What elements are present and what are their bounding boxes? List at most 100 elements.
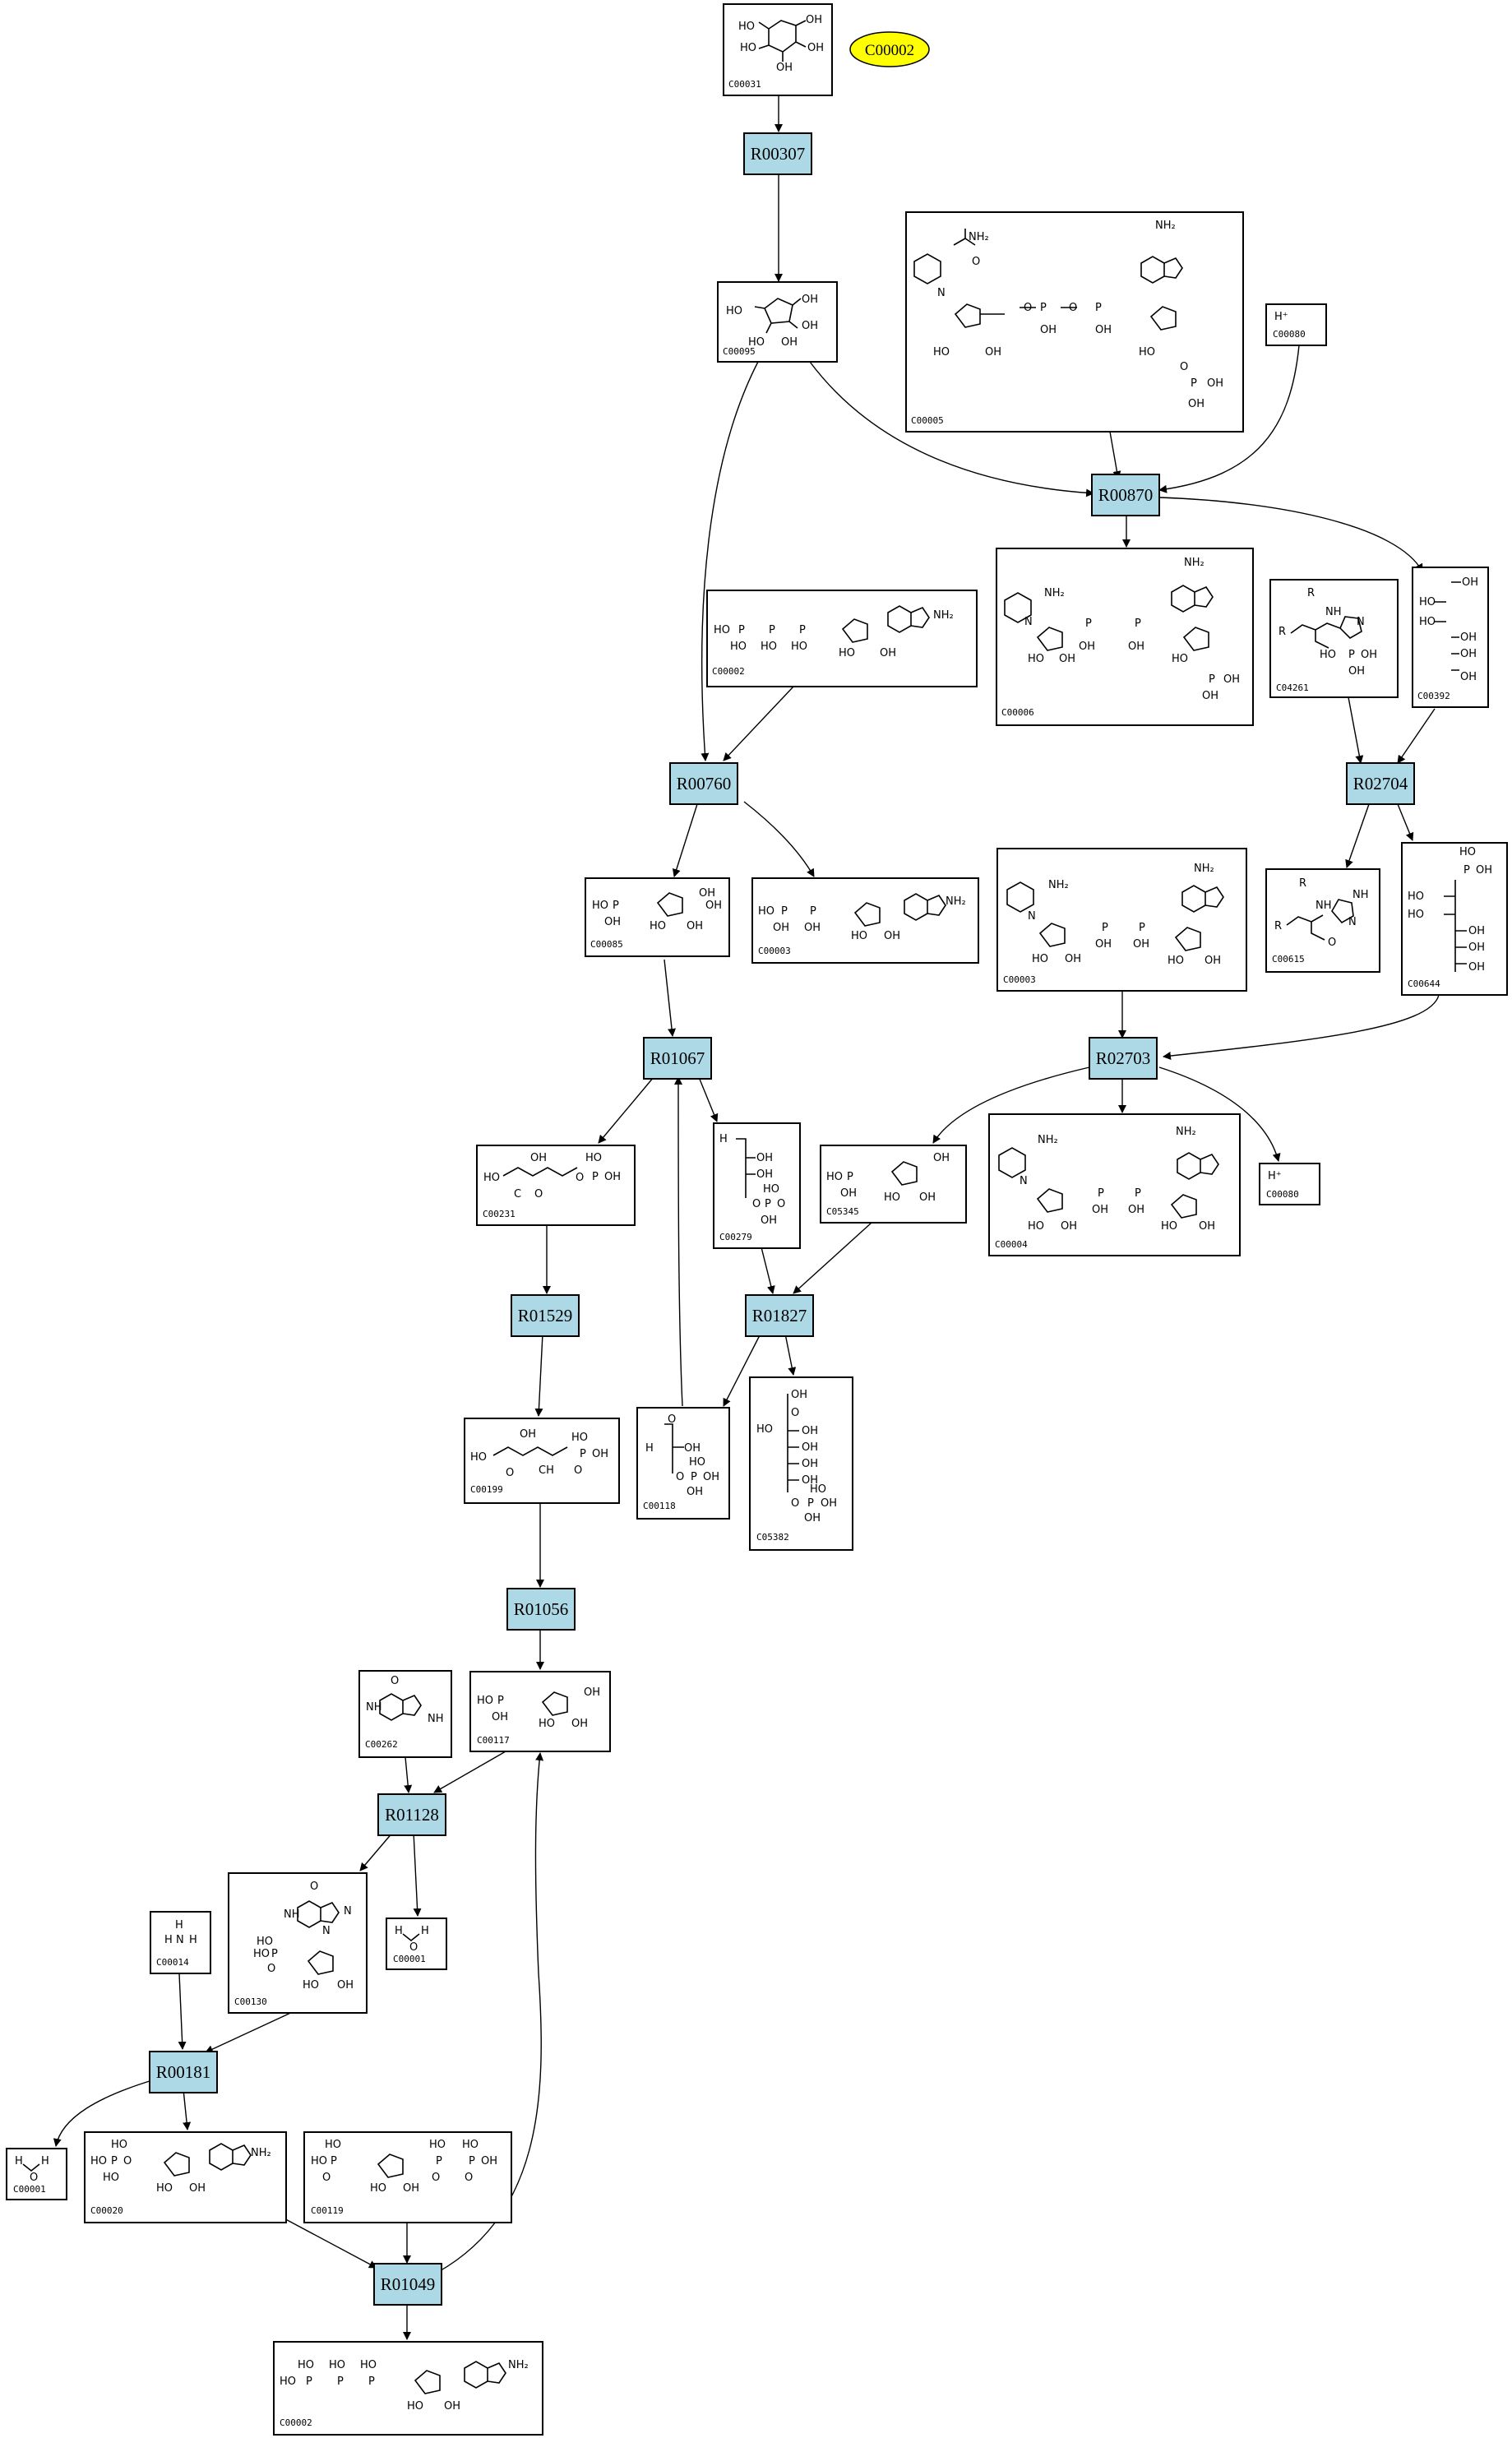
compound-C05382[interactable]: OH O HO OH OH OH OH HO O P OH OH C05382 xyxy=(749,1376,853,1551)
reaction-R00181[interactable]: R00181 xyxy=(149,2051,218,2093)
start-node-label: C00002 xyxy=(865,42,914,59)
atom-label: OH xyxy=(756,1168,773,1181)
structure-icon: HO OH C O HO P OH O xyxy=(483,1152,621,1200)
atom-label: P xyxy=(769,624,775,636)
start-node-C00002[interactable]: C00002 xyxy=(849,31,930,67)
reaction-label: R02703 xyxy=(1096,1048,1151,1068)
compound-C00392[interactable]: OH HO HO OH OH OH C00392 xyxy=(1412,567,1489,708)
compound-box xyxy=(1265,303,1327,346)
compound-C00615[interactable]: R NH R NH N O C00615 xyxy=(1265,868,1380,973)
compound-C00119[interactable]: HO P HO O HO OH P P OH HO HO O O C00119 xyxy=(303,2131,512,2223)
compound-C00004[interactable]: NH₂ N P P OH OH HO OH NH₂ HO OH C00004 xyxy=(988,1113,1241,1256)
atom-label: HO xyxy=(839,647,855,659)
reaction-R02704[interactable]: R02704 xyxy=(1346,762,1415,805)
edge-R01067-C00231 xyxy=(598,1076,654,1144)
reaction-R00760[interactable]: R00760 xyxy=(669,762,738,805)
compound-C00003-right[interactable]: NH₂ N P P OH OH HO OH NH₂ HO OH C00003 xyxy=(996,848,1247,992)
structure-icon: NH₂ N P P OH OH HO OH NH₂ HO OH xyxy=(998,1126,1219,1233)
atom-label: OH xyxy=(802,1458,818,1470)
reaction-R01056[interactable]: R01056 xyxy=(506,1588,576,1631)
reaction-R00307[interactable]: R00307 xyxy=(743,132,812,175)
structure-icon: HO P HO O HO OH P P OH HO HO O O xyxy=(311,2139,497,2195)
compound-C00020[interactable]: HO P O HO HO HO OH NH₂ C00020 xyxy=(84,2131,287,2223)
reaction-box xyxy=(1089,1037,1158,1080)
atom-label: OH xyxy=(802,1425,818,1437)
compound-C00130[interactable]: O NH N N HO P HO O HO OH C00130 xyxy=(228,1872,368,2014)
atom-label: O xyxy=(574,1464,582,1477)
compound-C00005[interactable]: NH₂ O N O P O P OH OH HO OH NH₂ HO O P O… xyxy=(905,211,1244,433)
atom-label: O xyxy=(432,2172,440,2184)
edges xyxy=(53,95,1440,2340)
reaction-R01049[interactable]: R01049 xyxy=(373,2263,442,2306)
compound-C00095[interactable]: HO OH OH HO OH C00095 xyxy=(717,281,838,363)
atom-label: OH xyxy=(1468,925,1485,937)
compound-C04261[interactable]: R NH R N P OH HO OH C04261 xyxy=(1269,579,1399,698)
reactions: R00307 R00870 R00760 R02704 R01067 R0270… xyxy=(149,132,1415,2306)
atom-label: N xyxy=(1028,910,1036,923)
compound-C00279[interactable]: H OH OH HO O P O OH C00279 xyxy=(713,1122,801,1249)
atom-label: OH xyxy=(1095,324,1112,336)
atom-label: OH xyxy=(1128,641,1144,653)
reaction-box xyxy=(506,1588,576,1631)
compound-C00644[interactable]: HO P OH HO HO OH OH OH C00644 xyxy=(1401,842,1508,996)
reaction-R01529[interactable]: R01529 xyxy=(511,1294,580,1337)
atom-label: NH xyxy=(366,1701,382,1714)
reaction-R02703[interactable]: R02703 xyxy=(1089,1037,1158,1080)
atom-label: HO xyxy=(1419,596,1436,608)
compound-box xyxy=(273,2341,543,2436)
compound-box xyxy=(476,1145,636,1226)
atom-label: OH xyxy=(705,900,722,912)
compound-box xyxy=(1269,579,1399,698)
structure-icon: O NH N N HO P HO O HO OH xyxy=(253,1881,354,1992)
compound-C00001-left[interactable]: H O H C00001 xyxy=(6,2148,67,2200)
reaction-R01827[interactable]: R01827 xyxy=(745,1294,814,1337)
edge-C00095-R00870 xyxy=(809,361,1094,497)
compound-C00080-top[interactable]: H⁺ C00080 xyxy=(1265,303,1327,346)
compound-C00031[interactable]: HO OH OH HO OH C00031 xyxy=(723,3,833,96)
atom-label: OH xyxy=(1460,671,1477,683)
compound-C05345[interactable]: HO P OH OH HO OH C05345 xyxy=(820,1145,967,1224)
atom-label: R xyxy=(1307,587,1315,599)
atom-label: OH xyxy=(1460,631,1477,644)
compound-label: C00130 xyxy=(234,1996,267,2007)
reaction-box xyxy=(149,2051,218,2093)
atom-label: N xyxy=(344,1905,352,1918)
atom-label: OH xyxy=(703,1471,719,1483)
reaction-R01128[interactable]: R01128 xyxy=(377,1793,446,1836)
atom-label: OH xyxy=(1199,1220,1215,1233)
structure-icon: NH₂ N P P OH OH HO OH NH₂ HO OH xyxy=(1006,863,1224,967)
compound-C00002-bottom[interactable]: HO P P P HO HO HO HO OH NH₂ C00002 xyxy=(273,2341,543,2436)
atom-label: HO xyxy=(103,2172,119,2184)
atom-label: HO xyxy=(257,1936,273,1948)
atom-label: P xyxy=(810,905,816,918)
compound-C00001-mid[interactable]: H O H C00001 xyxy=(386,1918,447,1970)
compound-C00117[interactable]: HO P OH OH HO OH C00117 xyxy=(469,1671,611,1752)
compound-C00118[interactable]: O H OH HO O P OH OH C00118 xyxy=(636,1407,730,1520)
compound-C00199[interactable]: HO OH O CH HO P OH O C00199 xyxy=(464,1418,620,1504)
atom-label: OH xyxy=(684,1442,701,1455)
compound-C00262[interactable]: O NH NH C00262 xyxy=(358,1670,452,1758)
atom-label: O xyxy=(791,1407,799,1419)
compound-C00080-right[interactable]: H⁺ C00080 xyxy=(1259,1163,1320,1205)
atom-label: OH xyxy=(806,14,822,26)
reaction-label: R02704 xyxy=(1353,774,1408,793)
atom-label: R xyxy=(1299,877,1306,890)
atom-label: HO xyxy=(1028,653,1044,665)
reaction-R00870[interactable]: R00870 xyxy=(1091,474,1160,516)
compound-label: C00118 xyxy=(643,1501,676,1511)
atom-label: O xyxy=(123,2155,132,2167)
compound-C00002-mid[interactable]: HO P P P HO HO HO HO OH NH₂ C00002 xyxy=(706,590,978,687)
atom-label: HO xyxy=(1139,346,1155,359)
atom-label: HO xyxy=(325,2139,341,2151)
compound-C00003-left[interactable]: HO P P OH OH HO OH NH₂ C00003 xyxy=(751,877,979,964)
atom-label: HO xyxy=(429,2139,446,2151)
atom-label: HO xyxy=(851,930,867,942)
compound-C00006[interactable]: NH₂ N P P OH OH HO OH NH₂ HO P OH OH C00… xyxy=(996,548,1254,726)
atom-label: O xyxy=(668,1413,676,1426)
compound-C00231[interactable]: HO OH C O HO P OH O C00231 xyxy=(476,1145,636,1226)
compound-C00085[interactable]: HO P OH OH OH HO OH C00085 xyxy=(585,877,730,957)
atom-label: NH₂ xyxy=(1155,220,1176,232)
compound-C00014[interactable]: H H N H C00014 xyxy=(150,1911,211,1974)
structure-icon: H O H xyxy=(15,2155,49,2184)
reaction-R01067[interactable]: R01067 xyxy=(643,1037,712,1080)
